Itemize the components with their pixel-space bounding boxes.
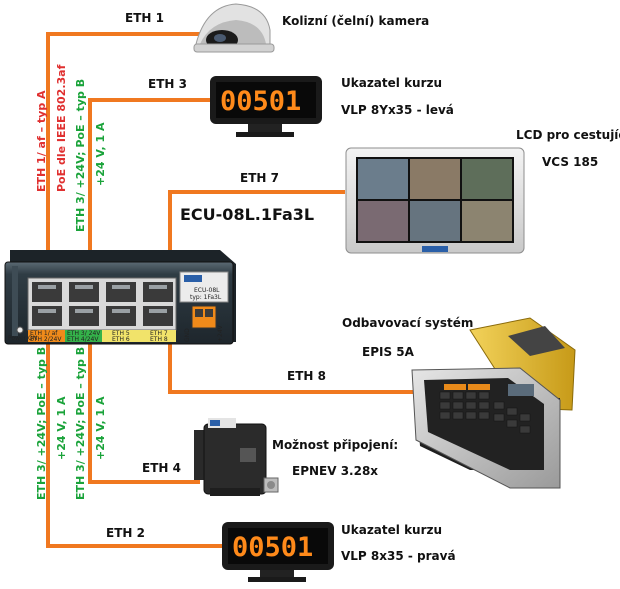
port-label-eth3: ETH 3/ 24V — [67, 330, 101, 337]
cable-eth4 — [88, 322, 200, 484]
eth2-poe-label: ETH 3/ +24V; PoE – typ B — [35, 347, 48, 500]
camera-name: Kolizní (čelní) kamera — [282, 14, 429, 28]
cable-eth7 — [168, 190, 345, 278]
lcd-camera-views — [358, 159, 512, 241]
eth3-top-poe-label: ETH 3/ +24V; PoE – typ B — [74, 79, 87, 232]
eth2-link-label: ETH 2 — [106, 526, 145, 540]
epnev-model: EPNEV 3.28x — [292, 464, 378, 478]
port-label-eth2: ETH 2/24V — [30, 336, 62, 343]
sign-right-model: VLP 8x35 - pravá — [341, 549, 456, 563]
sign-left-model: VLP 8Yx35 - levá — [341, 103, 454, 117]
port-label-eth5: ETH 5 — [112, 330, 130, 337]
power-label: Power ON — [8, 335, 37, 342]
epis-name: Odbavovací systém — [342, 316, 473, 330]
passenger-lcd — [345, 147, 525, 254]
cable-eth3 — [88, 98, 210, 278]
terminal-gnd-label: GND — [184, 328, 191, 342]
port-label-eth8: ETH 8 — [150, 336, 168, 343]
port-label-eth1: ETH 1/ af — [30, 330, 58, 337]
eth1-type-label: ETH 1/ af – typ A — [35, 90, 48, 192]
cable-eth1 — [46, 32, 205, 278]
device-title: ECU-08L.1Fa3L — [180, 205, 314, 224]
eth1-poe-label: PoE dle IEEE 802.3af — [55, 64, 68, 192]
epis-model: EPIS 5A — [362, 345, 415, 359]
cable-eth2 — [46, 322, 222, 548]
ecu-switch: ETH 1/ af ETH 2/24V ETH 3/ 24V ETH 4/24V… — [4, 250, 236, 345]
eth7-link-label: ETH 7 — [240, 171, 279, 185]
eth8-link-label: ETH 8 — [287, 369, 326, 383]
eth3-top-power-label: +24 V, 1 A — [94, 122, 107, 186]
port-block — [27, 277, 177, 331]
cables — [46, 32, 416, 548]
power-led-icon — [16, 326, 24, 334]
terminal-24v-label: +24V — [217, 324, 224, 342]
sign-right-display: 00501 — [232, 532, 313, 563]
eth4-power-label: +24 V, 1 A — [94, 396, 107, 460]
cable-eth8 — [168, 322, 416, 394]
course-sign-left: 00501 — [210, 76, 322, 137]
eth3-link-label: ETH 3 — [148, 77, 187, 91]
keypad — [439, 391, 531, 434]
panel-name: ECU-08L — [194, 287, 220, 294]
eth4-poe-label: ETH 3/ +24V; PoE – typ B — [74, 347, 87, 500]
epnev-name: Možnost připojení: — [272, 438, 398, 452]
ticketing-terminal — [411, 317, 576, 489]
dome-camera-icon — [193, 3, 275, 53]
sign-left-name: Ukazatel kurzu — [341, 76, 442, 90]
panel-type: typ: 1Fa3L — [190, 294, 222, 301]
eth1-link-label: ETH 1 — [125, 11, 164, 25]
lcd-model: VCS 185 — [542, 155, 598, 169]
lcd-name: LCD pro cestující — [516, 128, 620, 142]
eth4-link-label: ETH 4 — [142, 461, 181, 475]
port-label-eth6: ETH 6 — [112, 336, 130, 343]
sign-right-name: Ukazatel kurzu — [341, 523, 442, 537]
epnev-module — [194, 418, 279, 496]
port-label-eth7: ETH 7 — [150, 330, 168, 337]
eth2-power-label: +24 V, 1 A — [55, 396, 68, 460]
port-label-eth4: ETH 4/24V — [67, 336, 99, 343]
sign-left-display: 00501 — [220, 86, 301, 117]
course-sign-right: 00501 — [222, 522, 334, 582]
